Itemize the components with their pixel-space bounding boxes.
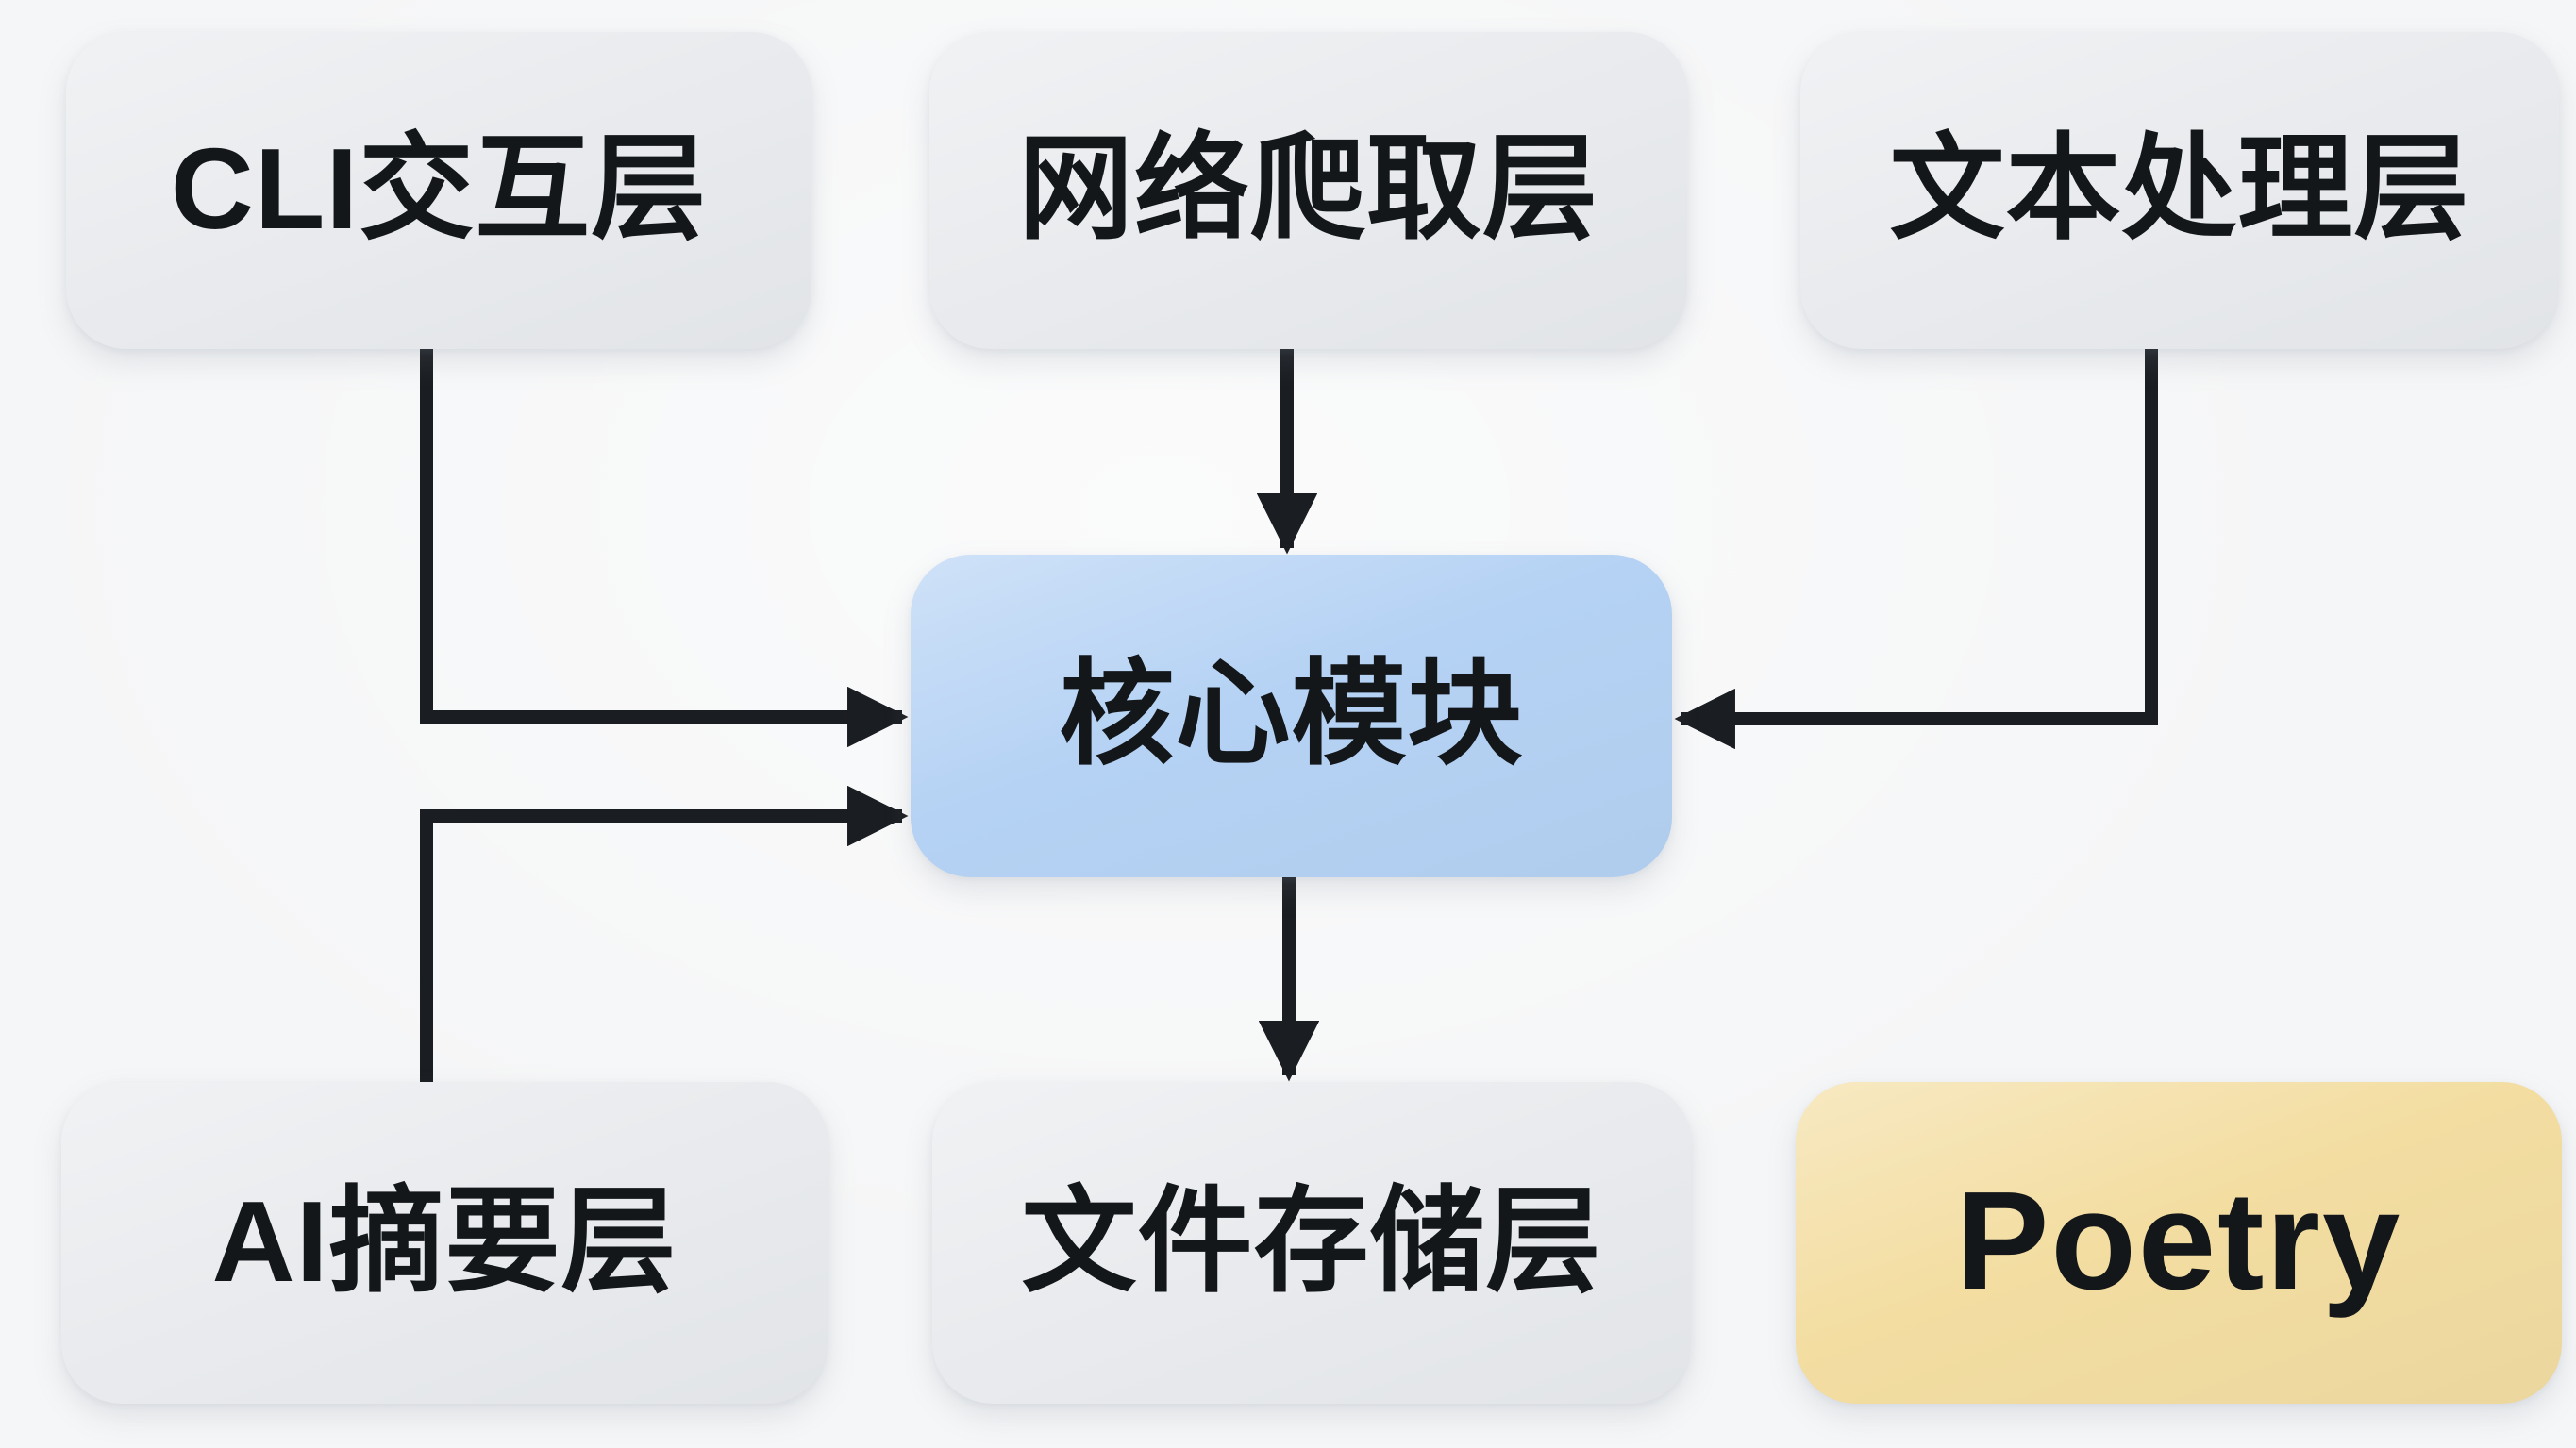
node-poetry-label: Poetry bbox=[1955, 1162, 2402, 1319]
node-ai-summary-layer: AI摘要层 bbox=[61, 1082, 828, 1404]
node-cli-layer-label: CLI交互层 bbox=[170, 125, 708, 253]
node-file-storage-layer-label: 文件存储层 bbox=[1021, 1176, 1602, 1306]
node-ai-summary-layer-label: AI摘要层 bbox=[211, 1176, 677, 1306]
node-cli-layer: CLI交互层 bbox=[66, 32, 811, 349]
node-text-processing-layer-label: 文本处理层 bbox=[1889, 125, 2470, 253]
node-web-crawl-layer: 网络爬取层 bbox=[929, 32, 1687, 349]
node-core-module: 核心模块 bbox=[911, 555, 1672, 877]
edge-ai-to-core bbox=[420, 785, 909, 1082]
node-core-module-label: 核心模块 bbox=[1059, 650, 1524, 778]
node-file-storage-layer: 文件存储层 bbox=[932, 1082, 1691, 1404]
node-text-processing-layer: 文本处理层 bbox=[1800, 32, 2559, 349]
edge-cli-to-core bbox=[420, 349, 909, 748]
node-poetry: Poetry bbox=[1796, 1082, 2562, 1404]
node-web-crawl-layer-label: 网络爬取层 bbox=[1018, 125, 1598, 253]
edge-text-to-core bbox=[1674, 347, 2158, 750]
